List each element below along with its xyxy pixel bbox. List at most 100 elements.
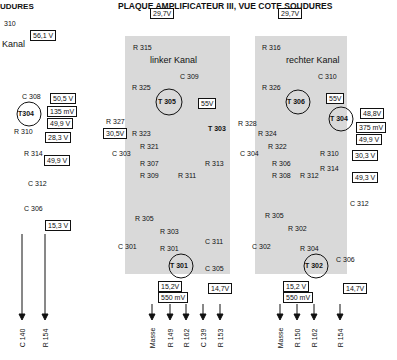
voltage-box: 14,7V: [343, 283, 367, 294]
part-label: R 310: [320, 150, 339, 157]
part-label: UDURES: [0, 3, 34, 11]
voltage-box: 14,7V: [208, 283, 232, 294]
voltage-box: 15,2 V: [283, 281, 309, 292]
part-label: R 301: [160, 245, 179, 252]
voltage-value: 30,3 V: [355, 152, 375, 159]
part-label: R 310: [14, 128, 33, 135]
voltage-box: 55V: [198, 98, 216, 109]
part-label: R 328: [238, 120, 257, 127]
part-label: R 302: [288, 225, 307, 232]
part-label: R 306: [272, 160, 291, 167]
voltage-value: 29,7V: [281, 10, 299, 17]
part-label: C 312: [350, 200, 369, 207]
voltage-value: 49,9 V: [50, 120, 70, 127]
part-label: C 308: [22, 93, 41, 100]
part-label: R 316: [262, 44, 281, 51]
voltage-value: 15,2V: [161, 283, 179, 290]
part-label: R 309: [140, 172, 159, 179]
part-label: C 301: [118, 243, 137, 250]
voltage-value: 30,5V: [106, 130, 124, 137]
connection-label: Masse: [149, 328, 156, 349]
part-label: linker Kanal: [150, 56, 197, 65]
part-label: C 302: [252, 243, 271, 250]
voltage-box: 30,3 V: [352, 150, 378, 161]
part-label: T 305: [158, 98, 176, 105]
part-label: R 311: [178, 172, 196, 179]
voltage-box: 29,7V: [278, 8, 302, 19]
part-label: C 304: [240, 150, 259, 157]
part-label: R 324: [258, 130, 277, 137]
part-label: C 309: [180, 73, 199, 80]
part-label: T 302: [305, 262, 323, 269]
connection-label: Masse: [277, 328, 284, 349]
part-label: R 315: [133, 44, 152, 51]
connection-label: R 162: [311, 329, 318, 348]
voltage-box: 30,5V: [103, 128, 127, 139]
part-label: C 305: [205, 265, 224, 272]
voltage-box: 550 mV: [283, 292, 313, 303]
voltage-value: 56,1 V: [33, 32, 53, 39]
part-label: R 327: [106, 118, 125, 125]
part-label: R 312: [300, 172, 319, 179]
voltage-box: 49,9 V: [47, 118, 73, 129]
voltage-value: 49,9 V: [47, 157, 67, 164]
voltage-value: 50,5 V: [53, 95, 73, 102]
voltage-value: 15,2 V: [286, 283, 306, 290]
connection-label: R 153: [217, 329, 224, 348]
voltage-value: 14,7V: [211, 285, 229, 292]
part-label: R 313: [205, 160, 224, 167]
voltage-value: 375 mV: [359, 124, 383, 131]
transistor-outline: [169, 254, 193, 278]
part-label: R 326: [262, 84, 281, 91]
voltage-value: 55V: [201, 100, 213, 107]
part-label: R 308: [272, 172, 291, 179]
connection-label: R 154: [337, 329, 344, 348]
voltage-box: 48,8V: [360, 108, 384, 119]
board-panel: [125, 36, 230, 274]
transistor-outline: [286, 90, 310, 114]
voltage-box: 550 mV: [158, 292, 188, 303]
voltage-value: 48,8V: [363, 110, 381, 117]
part-label: R 321: [140, 143, 159, 150]
voltage-value: 49,9 V: [359, 136, 379, 143]
transistor-outline: [156, 89, 182, 115]
part-label: T 303: [208, 125, 226, 132]
part-label: R 323: [132, 130, 151, 137]
part-label: C 303: [112, 150, 131, 157]
connection-label: R 154: [42, 329, 49, 348]
voltage-value: 550 mV: [161, 294, 185, 301]
connection-label: R 150: [294, 329, 301, 348]
part-label: R 314: [320, 165, 339, 172]
part-label: R 303: [160, 228, 179, 235]
voltage-box: 55V: [326, 93, 344, 104]
board-panel: [255, 36, 347, 274]
transistor-outline: [304, 254, 328, 278]
part-label: 310: [4, 20, 16, 27]
part-label: R 314: [24, 150, 43, 157]
part-label: R 304: [300, 245, 319, 252]
part-label: T 304: [330, 115, 348, 122]
part-label: T304: [18, 110, 34, 117]
transistor-outline: [329, 107, 353, 131]
voltage-box: 49,9 V: [44, 155, 70, 166]
part-label: R 307: [140, 160, 159, 167]
voltage-box: 29,7V: [150, 8, 174, 19]
part-label: Kanal: [2, 40, 25, 49]
part-label: rechter Kanal: [286, 56, 340, 65]
connection-label: C 139: [200, 329, 207, 348]
voltage-box: 375 mV: [356, 122, 386, 133]
voltage-box: 56,1 V: [30, 30, 56, 41]
voltage-box: 15,3 V: [45, 220, 71, 231]
voltage-value: 135 mV: [50, 108, 74, 115]
voltage-box: 135 mV: [47, 106, 77, 117]
voltage-value: 15,3 V: [48, 222, 68, 229]
part-label: R 305: [135, 215, 154, 222]
voltage-value: 49,3 V: [355, 174, 375, 181]
voltage-box: 15,2V: [158, 281, 182, 292]
transistor-outline: [17, 102, 41, 126]
part-label: C 306: [336, 256, 355, 263]
connection-label: R 162: [183, 329, 190, 348]
voltage-value: 14,7V: [346, 285, 364, 292]
